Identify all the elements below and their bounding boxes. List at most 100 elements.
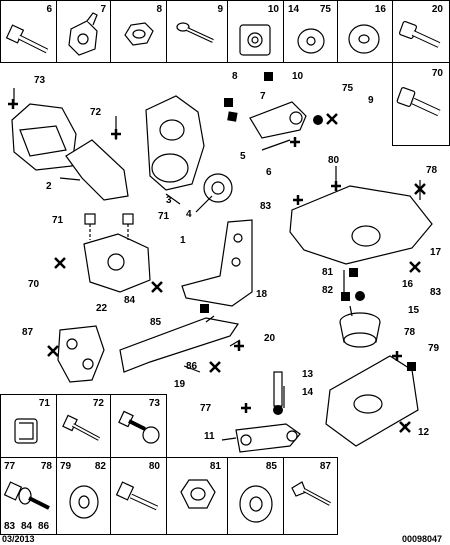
callout-2: 2 bbox=[46, 181, 52, 192]
part-number: 80 bbox=[148, 461, 160, 472]
washer-icon bbox=[239, 485, 273, 523]
part-number: 83 bbox=[4, 521, 16, 532]
part-cell-77-78[interactable]: 77 78 83 84 86 bbox=[0, 457, 57, 535]
callout-82: 82 bbox=[322, 285, 334, 296]
callout-19: 19 bbox=[174, 379, 186, 390]
callout-18: 18 bbox=[256, 289, 268, 300]
part-number: 84 bbox=[21, 521, 33, 532]
part-number: 82 bbox=[94, 461, 106, 472]
callout-12: 12 bbox=[418, 427, 430, 438]
part-cell-79-82[interactable]: 79 82 bbox=[56, 457, 111, 535]
part-number: 6 bbox=[46, 4, 52, 15]
support-rail bbox=[119, 317, 240, 373]
callout-71: 71 bbox=[158, 211, 170, 222]
part-cell-9[interactable]: 9 bbox=[166, 0, 228, 63]
callout-20: 20 bbox=[264, 333, 276, 344]
callout-9: 9 bbox=[368, 95, 374, 106]
callout-87: 87 bbox=[22, 327, 34, 338]
callout-71: 71 bbox=[52, 215, 64, 226]
callout-85: 85 bbox=[150, 317, 162, 328]
callout-14: 14 bbox=[302, 387, 314, 398]
callout-78: 78 bbox=[404, 327, 416, 338]
part-number: 78 bbox=[40, 461, 52, 472]
part-number: 20 bbox=[431, 4, 443, 15]
callout-84: 84 bbox=[124, 295, 136, 306]
footer-date: 03/2013 bbox=[2, 534, 35, 544]
part-number: 14 bbox=[288, 4, 300, 15]
part-cell-81[interactable]: 81 bbox=[166, 457, 228, 535]
bolt-icon bbox=[62, 414, 100, 441]
part-cell-14[interactable]: 14 75 bbox=[283, 0, 338, 63]
cage-nut-icon bbox=[239, 24, 271, 56]
battery-tray bbox=[289, 185, 433, 265]
callout-5: 5 bbox=[240, 151, 246, 162]
callout-1: 1 bbox=[180, 235, 186, 246]
callout-10: 10 bbox=[292, 71, 304, 82]
callout-7: 7 bbox=[260, 91, 266, 102]
callout-75: 75 bbox=[342, 83, 354, 94]
torque-bracket bbox=[181, 219, 253, 307]
callout-16: 16 bbox=[402, 279, 414, 290]
clip-nut-icon bbox=[68, 12, 98, 56]
callout-79: 79 bbox=[428, 343, 440, 354]
part-number: 77 bbox=[4, 461, 16, 472]
callout-70: 70 bbox=[28, 279, 40, 290]
part-cell-72[interactable]: 72 bbox=[56, 394, 111, 458]
part-cell-10[interactable]: 10 bbox=[227, 0, 284, 63]
callout-4: 4 bbox=[186, 209, 192, 220]
screw-icon bbox=[291, 481, 331, 506]
part-number: 85 bbox=[265, 461, 277, 472]
washer-icon bbox=[297, 28, 325, 54]
callout-22: 22 bbox=[96, 303, 108, 314]
flange-bolt-icon bbox=[396, 87, 441, 117]
part-number: 10 bbox=[267, 4, 279, 15]
callout-17: 17 bbox=[430, 247, 442, 258]
callout-13: 13 bbox=[302, 369, 314, 380]
part-cell-8[interactable]: 8 bbox=[110, 0, 167, 63]
part-number: 87 bbox=[319, 461, 331, 472]
part-cell-73[interactable]: 73 bbox=[110, 394, 167, 458]
callout-83: 83 bbox=[260, 201, 272, 212]
part-cell-20[interactable]: 20 bbox=[392, 0, 450, 63]
part-number: 72 bbox=[92, 398, 104, 409]
part-cell-16[interactable]: 16 bbox=[337, 0, 393, 63]
callout-8: 8 bbox=[232, 71, 238, 82]
callout-81: 81 bbox=[322, 267, 334, 278]
callout-80: 80 bbox=[328, 155, 340, 166]
part-cell-85[interactable]: 85 bbox=[227, 457, 284, 535]
callout-6: 6 bbox=[266, 167, 272, 178]
callout-83: 83 bbox=[430, 287, 442, 298]
part-cell-6[interactable]: 6 bbox=[0, 0, 57, 63]
part-number: 16 bbox=[374, 4, 386, 15]
part-number: 71 bbox=[38, 398, 50, 409]
mount-bracket bbox=[65, 139, 129, 201]
stud bbox=[273, 371, 283, 407]
part-number: 73 bbox=[148, 398, 160, 409]
part-cell-71[interactable]: 71 bbox=[0, 394, 57, 458]
bolt-icon bbox=[5, 24, 49, 54]
part-cell-80[interactable]: 80 bbox=[110, 457, 167, 535]
part-cell-7[interactable]: 7 bbox=[56, 0, 111, 63]
footer-reference: 00098047 bbox=[402, 534, 443, 544]
bolt-spacer-icon bbox=[118, 410, 160, 444]
part-number: 86 bbox=[38, 521, 50, 532]
part-cell-87[interactable]: 87 bbox=[283, 457, 338, 535]
callout-77: 77 bbox=[200, 403, 212, 414]
link-arm bbox=[249, 101, 307, 139]
part-number: 7 bbox=[100, 4, 106, 15]
callout-78: 78 bbox=[426, 165, 438, 176]
part-number: 75 bbox=[319, 4, 331, 15]
part-number: 81 bbox=[209, 461, 221, 472]
callout-73: 73 bbox=[34, 75, 46, 86]
part-number: 79 bbox=[60, 461, 72, 472]
part-number: 8 bbox=[156, 4, 162, 15]
flange-bolt-icon bbox=[115, 481, 159, 511]
callout-15: 15 bbox=[408, 305, 420, 316]
flange-bolt-icon bbox=[398, 20, 441, 48]
washer-icon bbox=[348, 24, 380, 54]
mount-plate bbox=[57, 325, 105, 383]
callout-3: 3 bbox=[166, 195, 172, 206]
callout-72: 72 bbox=[90, 107, 102, 118]
hex-nut-icon bbox=[124, 22, 154, 46]
